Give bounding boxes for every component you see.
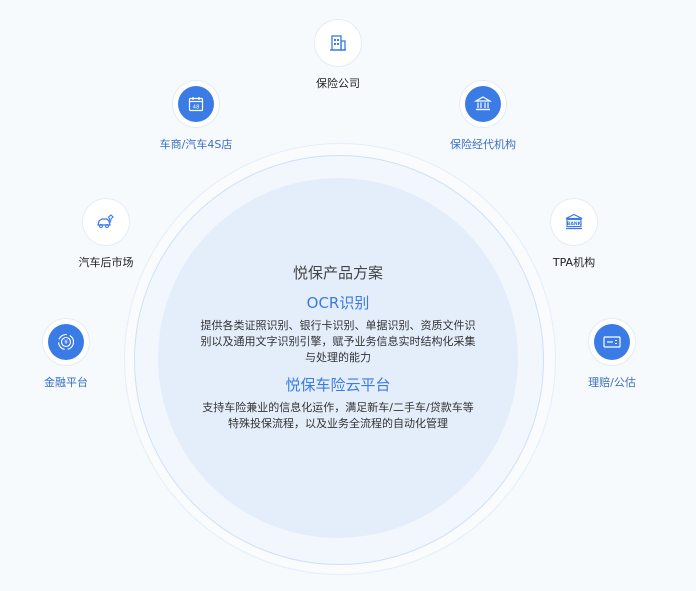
svg-text:BANK: BANK: [567, 221, 582, 227]
icon-bg: [88, 204, 124, 240]
car-wrench-icon: [97, 214, 114, 229]
icon-bg: ¥: [48, 324, 84, 360]
svg-text:48: 48: [193, 105, 200, 111]
yen-coin-icon: ¥: [57, 333, 75, 351]
ocr-description: 提供各类证照识别、银行卡识别、单据识别、资质文件识别以及通用文字识别引擎，赋予业…: [200, 319, 476, 364]
node-label-finance: 金融平台: [44, 376, 88, 389]
icon-ring: BANK: [550, 198, 598, 246]
icon-ring: [459, 80, 507, 128]
icon-bg: [465, 86, 501, 122]
building-icon: [330, 35, 346, 51]
icon-ring: ¥: [42, 318, 90, 366]
cloud-platform-description: 支持车险兼业的信息化运作，满足新车/二手车/贷款车等特殊投保流程，以及业务全流程…: [202, 401, 474, 430]
node-aftermarket[interactable]: 汽车后市场: [46, 198, 166, 270]
node-tpa[interactable]: BANK TPA机构: [514, 198, 634, 270]
node-dealer[interactable]: 48 车商/汽车4S店: [136, 80, 256, 152]
calendar-48-icon: 48: [188, 97, 204, 112]
icon-bg: BANK: [556, 204, 592, 240]
center-title: 悦保产品方案: [292, 264, 383, 282]
node-insurance-company[interactable]: 保险公司: [278, 19, 398, 91]
node-label-dealer: 车商/汽车4S店: [159, 138, 233, 151]
node-finance[interactable]: ¥ 金融平台: [6, 318, 126, 390]
svg-text:¥: ¥: [64, 339, 68, 346]
node-broker[interactable]: 保险经代机构: [423, 80, 543, 152]
icon-bg: 48: [178, 86, 214, 122]
card-icon: [603, 336, 621, 348]
node-label-claims: 理赔/公估: [588, 376, 636, 389]
inner-circle: [158, 178, 518, 538]
icon-ring: [588, 318, 636, 366]
icon-ring: [82, 198, 130, 246]
node-claims[interactable]: 理赔/公估: [552, 318, 672, 390]
node-label-broker: 保险经代机构: [450, 138, 516, 151]
center-content: 悦保产品方案 OCR识别 提供各类证照识别、银行卡识别、单据识别、资质文件识别以…: [178, 262, 498, 432]
bank-columns-icon: [474, 96, 492, 111]
bank-icon: BANK: [565, 213, 583, 230]
node-label-aftermarket: 汽车后市场: [78, 256, 134, 269]
ocr-title: OCR识别: [306, 294, 370, 312]
icon-bg: [320, 25, 356, 61]
icon-ring: [314, 19, 362, 67]
node-label-tpa: TPA机构: [552, 256, 596, 269]
icon-bg: [594, 324, 630, 360]
node-label-insurance-company: 保险公司: [316, 77, 360, 90]
icon-ring: 48: [172, 80, 220, 128]
cloud-platform-title: 悦保车险云平台: [285, 376, 391, 394]
